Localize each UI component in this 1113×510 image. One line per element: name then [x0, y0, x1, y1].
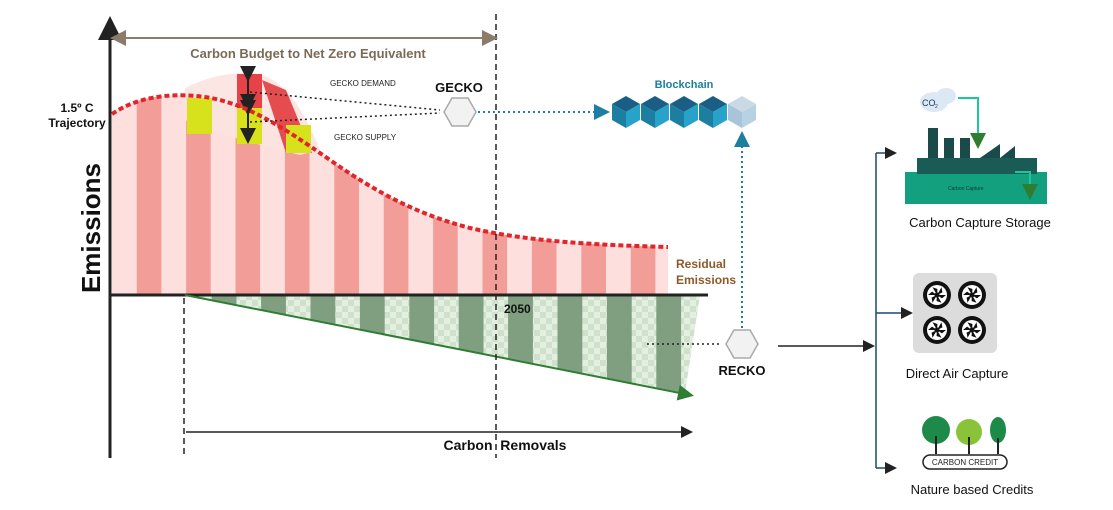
emission-stripe — [581, 95, 607, 296]
removal-stripe — [409, 295, 435, 393]
chain-cube-right — [713, 104, 727, 128]
emission-stripe — [457, 95, 483, 296]
gecko-dotted-links — [249, 91, 441, 123]
blockchain-icon — [612, 96, 756, 128]
fan-hub — [934, 292, 940, 298]
svg-text:2: 2 — [935, 104, 938, 110]
fan-array-icon — [913, 273, 997, 353]
gecko-demand-label: GECKO DEMAND — [330, 79, 396, 88]
tree-icon: CARBON CREDIT — [908, 408, 1016, 470]
gecko-label: GECKO — [435, 80, 483, 95]
chain-cube-left — [728, 104, 742, 128]
trajectory-label-line2: Trajectory — [48, 116, 106, 130]
fan-hub — [969, 292, 975, 298]
emission-stripe — [507, 95, 532, 296]
emission-stripe — [383, 95, 409, 296]
removals-label: Carbon Removals — [444, 437, 567, 453]
solutions-bracket — [875, 147, 913, 474]
emission-stripe — [482, 95, 508, 296]
removal-stripe — [458, 295, 484, 393]
solution-label-nature: Nature based Credits — [911, 482, 1034, 497]
svg-text:CO: CO — [922, 98, 936, 108]
chain-cube-left — [699, 104, 713, 128]
gecko-peak — [185, 66, 320, 155]
gecko-supply-label: GECKO SUPPLY — [334, 133, 397, 142]
emission-stripe — [531, 95, 557, 296]
y-axis-label: Emissions — [76, 163, 106, 293]
emission-stripe — [556, 95, 582, 296]
emission-stripe — [433, 95, 458, 296]
emission-stripe — [309, 95, 335, 296]
fan-hub — [969, 327, 975, 333]
chain-cube-left — [641, 104, 655, 128]
removal-stripe — [211, 295, 237, 393]
chain-cube-left — [670, 104, 684, 128]
budget-label: Carbon Budget to Net Zero Equivalent — [190, 46, 426, 61]
carbon-capture-plant-icon: CO 2 Carbon Capture — [905, 88, 1047, 204]
recko-hexagon-icon — [725, 329, 759, 359]
solution-label-carbon-capture: Carbon Capture Storage — [909, 215, 1051, 230]
chain-cube-right — [684, 104, 698, 128]
residual-label-line1: Residual — [676, 257, 726, 271]
emission-stripe — [136, 95, 162, 296]
blockchain-label: Blockchain — [655, 79, 714, 91]
recko-label: RECKO — [719, 363, 766, 378]
svg-text:Carbon Capture: Carbon Capture — [948, 186, 984, 192]
removal-stripe — [310, 295, 336, 393]
removal-line — [184, 294, 694, 401]
chain-cube-right — [626, 104, 640, 128]
chain-cube-right — [655, 104, 669, 128]
removal-stripe — [359, 295, 385, 393]
emission-stripe — [606, 95, 631, 296]
chain-cube-right — [742, 104, 756, 128]
removal-stripe — [557, 295, 583, 393]
year-label: 2050 — [504, 302, 531, 316]
residual-label-line2: Emissions — [676, 273, 736, 287]
svg-text:CARBON CREDIT: CARBON CREDIT — [932, 458, 998, 467]
emission-stripe — [334, 95, 360, 296]
removal-stripe — [656, 295, 682, 393]
trajectory-curve — [110, 93, 669, 249]
emission-stripe — [161, 95, 187, 296]
gecko-hexagon-icon — [443, 97, 477, 127]
solution-label-direct-air: Direct Air Capture — [906, 366, 1009, 381]
fan-hub — [934, 327, 940, 333]
trajectory-label-line1: 1.5º C — [60, 101, 93, 115]
emission-stripe — [408, 95, 434, 296]
emission-stripe — [630, 95, 656, 296]
emission-stripe — [112, 95, 137, 296]
removal-stripe — [606, 295, 632, 393]
chain-cube-left — [612, 104, 626, 128]
